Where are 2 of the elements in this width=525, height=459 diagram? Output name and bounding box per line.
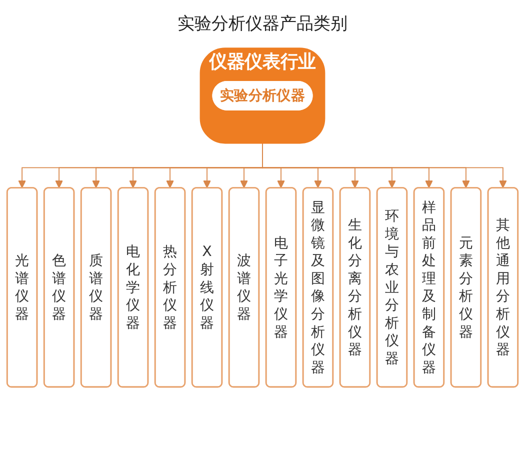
- arrow: [262, 142, 507, 188]
- diagram-title: 实验分析仪器产品类别: [178, 13, 348, 35]
